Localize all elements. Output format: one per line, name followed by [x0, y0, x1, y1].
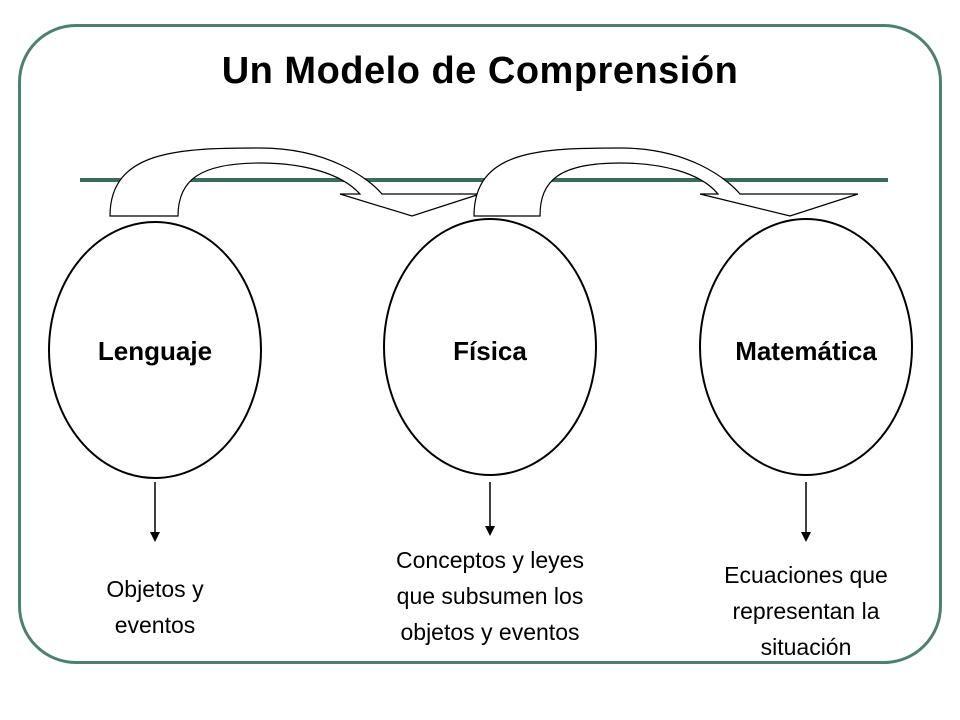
down-arrow-matematica [801, 482, 811, 542]
description-fisica: Conceptos y leyes que subsumen los objet… [396, 547, 584, 645]
down-arrow-lenguaje [150, 482, 160, 542]
node-ellipse-lenguaje [48, 221, 262, 479]
diagram-title: Un Modelo de Comprensión [221, 50, 739, 92]
curved-arrow-lenguaje-fisica [109, 147, 481, 217]
node-ellipse-matematica [699, 218, 913, 476]
node-label-fisica: Física [453, 336, 527, 366]
node-label-lenguaje: Lenguaje [97, 336, 213, 366]
description-matematica: Ecuaciones que representan la situación [724, 562, 888, 660]
node-label-matematica: Matemática [735, 336, 877, 366]
description-lenguaje: Objetos y eventos [106, 576, 204, 638]
node-ellipse-fisica [383, 218, 597, 476]
curved-arrow-fisica-matematica [473, 147, 859, 217]
down-arrow-fisica [485, 482, 495, 536]
slide-frame [18, 24, 942, 664]
